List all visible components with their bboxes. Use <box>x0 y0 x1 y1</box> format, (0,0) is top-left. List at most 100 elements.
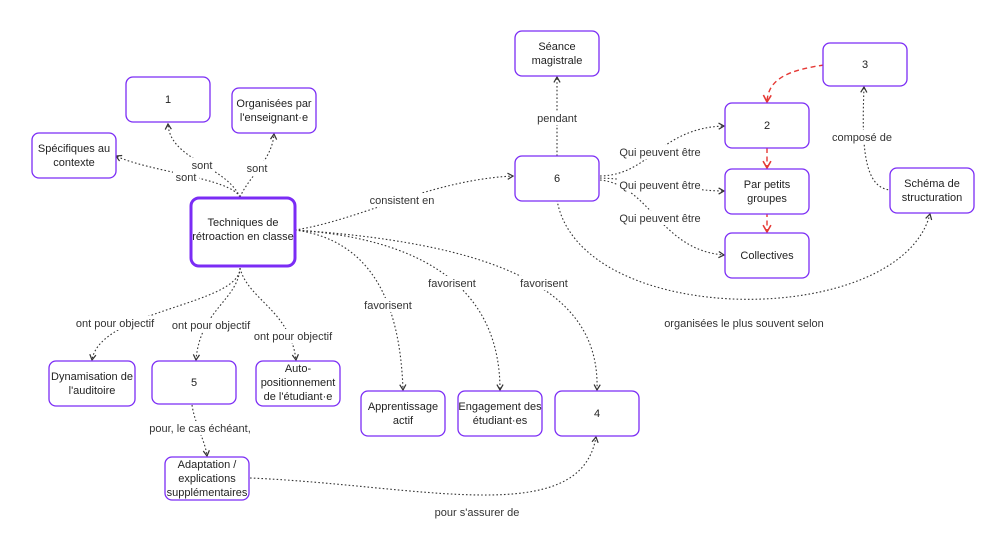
svg-text:ont pour objectif: ont pour objectif <box>76 318 155 330</box>
node-techniques-line-1: Techniques de <box>208 217 279 229</box>
node-petits-line-2: groupes <box>747 193 787 205</box>
node-apprentissage-line-2: actif <box>393 415 414 427</box>
node-organisees-line-2: l'enseignant·e <box>240 112 308 124</box>
node-schema-line-2: structuration <box>902 192 963 204</box>
svg-text:ont pour objectif: ont pour objectif <box>254 331 333 343</box>
node-seance-line-1: Séance <box>538 41 575 53</box>
node-schema-line-1: Schéma de <box>904 178 960 190</box>
node-dynamisation-line-2: l'auditoire <box>69 385 116 397</box>
node-5-label: 5 <box>191 377 197 389</box>
svg-text:Qui peuvent être: Qui peuvent être <box>619 147 700 159</box>
node-dynamisation[interactable]: Dynamisation de l'auditoire <box>48 360 136 407</box>
node-seance-line-2: magistrale <box>532 55 583 67</box>
edge-adaptation-4 <box>249 435 599 496</box>
node-autopos-line-2: positionnement <box>261 377 336 389</box>
edge-label-ont-pour-objectif-2: ont pour objectif <box>168 318 254 332</box>
node-4[interactable]: 4 <box>554 390 640 437</box>
edge-label-ont-pour-objectif-3: ont pour objectif <box>250 329 336 343</box>
node-autopos-line-1: Auto- <box>285 363 312 375</box>
node-1[interactable]: 1 <box>125 76 211 123</box>
node-petits[interactable]: Par petits groupes <box>724 168 810 215</box>
node-adaptation-line-3: supplémentaires <box>167 487 248 499</box>
edge-label-sont-2: sont <box>244 161 270 175</box>
edge-techniques-autopos <box>239 267 299 362</box>
node-collectives-label: Collectives <box>740 250 794 262</box>
edge-label-qui-peuvent-3: Qui peuvent être <box>618 211 702 225</box>
node-4-label: 4 <box>594 408 600 420</box>
svg-text:favorisent: favorisent <box>364 300 412 312</box>
node-6[interactable]: 6 <box>514 155 600 202</box>
svg-text:sont: sont <box>192 160 213 172</box>
node-5[interactable]: 5 <box>151 360 237 405</box>
node-petits-line-1: Par petits <box>744 179 791 191</box>
node-collectives[interactable]: Collectives <box>724 232 810 279</box>
edge-label-pendant: pendant <box>536 111 578 125</box>
node-2[interactable]: 2 <box>724 102 810 149</box>
node-3[interactable]: 3 <box>822 42 908 87</box>
node-organisees[interactable]: Organisées par l'enseignant·e <box>231 87 317 134</box>
svg-text:pour s'assurer de: pour s'assurer de <box>435 507 520 519</box>
edge-3-2 <box>762 64 825 104</box>
node-dynamisation-line-1: Dynamisation de <box>51 371 133 383</box>
svg-text:consistent en: consistent en <box>370 195 435 207</box>
edge-label-compose-de: composé de <box>832 130 892 144</box>
edge-techniques-5 <box>192 267 241 362</box>
node-adaptation[interactable]: Adaptation / explications supplémentaires <box>164 456 250 501</box>
node-adaptation-line-1: Adaptation / <box>178 459 238 471</box>
edge-techniques-organisees <box>239 132 278 198</box>
node-1-label: 1 <box>165 94 171 106</box>
svg-text:pour, le cas échéant,: pour, le cas échéant, <box>149 423 251 435</box>
node-3-label: 3 <box>862 59 868 71</box>
node-autopos[interactable]: Auto-positionnement de l'étudiant·e <box>255 360 341 407</box>
svg-text:organisées le plus souvent sel: organisées le plus souvent selon <box>664 318 824 330</box>
svg-text:favorisent: favorisent <box>428 278 476 290</box>
edge-label-sont-1: sont <box>189 158 215 172</box>
edge-techniques-dynamisation <box>89 267 241 362</box>
svg-text:pendant: pendant <box>537 113 577 125</box>
edge-6-2 <box>599 122 726 177</box>
edge-label-pour-le-cas: pour, le cas échéant, <box>149 421 251 435</box>
edge-label-favorisent-3: favorisent <box>519 276 569 290</box>
node-autopos-line-3: de l'étudiant·e <box>264 391 333 403</box>
edge-label-favorisent-2: favorisent <box>427 276 477 290</box>
node-techniques-line-2: rétroaction en classe <box>192 231 294 243</box>
node-adaptation-line-2: explications <box>178 473 236 485</box>
svg-text:favorisent: favorisent <box>520 278 568 290</box>
edge-label-favorisent-1: favorisent <box>363 298 413 312</box>
svg-text:Dynamisation del'auditoire: Dynamisation de l'auditoire <box>51 371 133 397</box>
node-schema[interactable]: Schéma de structuration <box>889 167 975 214</box>
svg-text:sont: sont <box>176 172 197 184</box>
node-specifiques-line-1: Spécifiques au <box>38 143 110 155</box>
edge-label-pour-sassurer: pour s'assurer de <box>432 505 522 519</box>
edge-label-sont-3: sont <box>173 170 199 184</box>
svg-text:composé de: composé de <box>832 132 892 144</box>
edge-label-ont-pour-objectif-1: ont pour objectif <box>72 316 158 330</box>
svg-text:sont: sont <box>247 163 268 175</box>
svg-text:ont pour objectif: ont pour objectif <box>172 320 251 332</box>
edge-label-qui-peuvent-2: Qui peuvent être <box>618 178 702 192</box>
node-seance[interactable]: Séance magistrale <box>514 30 600 77</box>
svg-text:Qui peuvent être: Qui peuvent être <box>619 180 700 192</box>
node-specifiques-line-2: contexte <box>53 157 95 169</box>
node-organisees-line-1: Organisées par <box>236 98 312 110</box>
node-engagement-line-2: étudiant·es <box>473 415 528 427</box>
edge-schema-3 <box>860 85 893 191</box>
edge-techniques-apprentissage <box>294 229 407 392</box>
node-techniques[interactable]: Techniques de rétroaction en classe <box>189 196 297 268</box>
edge-label-qui-peuvent-1: Qui peuvent être <box>618 145 702 159</box>
node-specifiques[interactable]: Spécifiques au contexte <box>31 132 117 179</box>
edge-label-organisees-selon: organisées le plus souvent selon <box>664 316 824 330</box>
